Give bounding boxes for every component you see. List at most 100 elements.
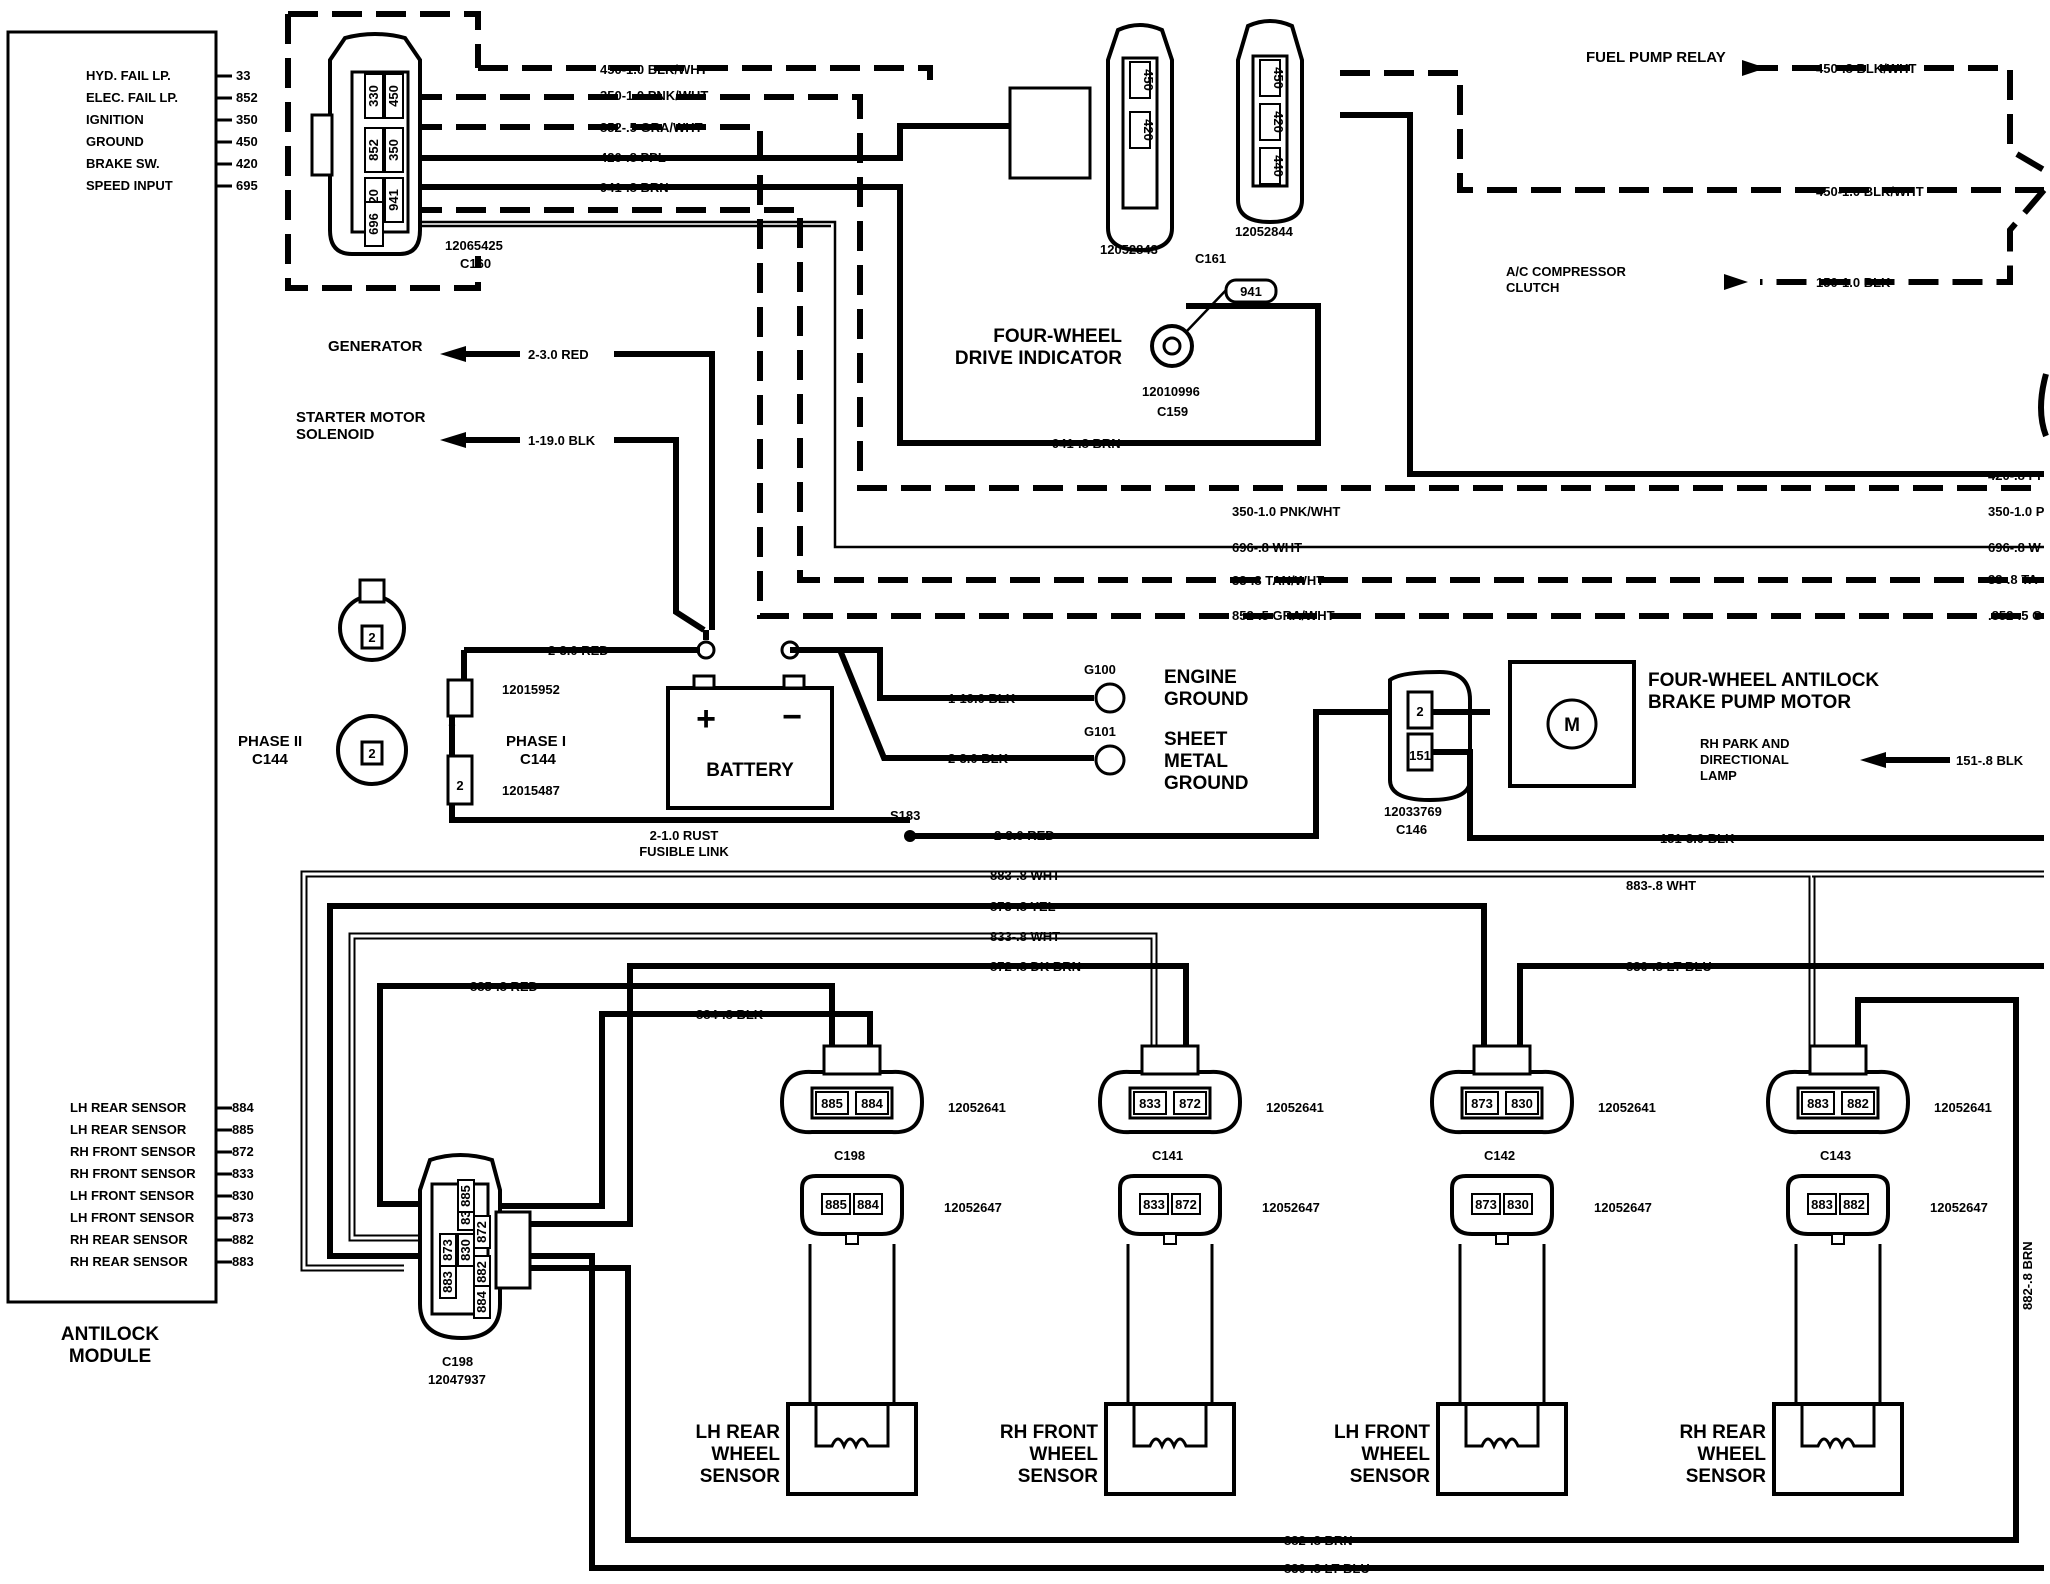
sensor-lower-pin-873 <box>1471 1193 1501 1215</box>
module-pin-33: HYD. FAIL LP. 33 <box>86 68 250 83</box>
red-wires <box>449 647 1390 839</box>
sheet-2: METAL <box>1164 751 1228 772</box>
svg-text:885: 885 <box>458 1185 473 1207</box>
generator-wire: 2-3.0 RED <box>528 347 589 362</box>
sensor-connector-name: C141 <box>1152 1148 1183 1163</box>
svg-text:GROUND: GROUND <box>86 134 144 149</box>
sensor-lower-pin-num: 830 <box>1507 1197 1529 1212</box>
svg-text:873: 873 <box>440 1239 455 1261</box>
svg-text:884: 884 <box>232 1100 254 1115</box>
svg-text:LH REAR SENSOR: LH REAR SENSOR <box>70 1122 187 1137</box>
ac-compressor-1: A/C COMPRESSOR <box>1506 264 1627 279</box>
c198-name: C198 <box>442 1354 473 1369</box>
battery-terminal-neg <box>782 674 806 690</box>
engine-1: ENGINE <box>1164 667 1237 688</box>
sensor-part-top: 12052641 <box>948 1100 1006 1115</box>
sensor-key <box>845 1233 859 1245</box>
wire-883-inner <box>302 872 1814 1270</box>
4wd-wire: 941-.8 BRN <box>1052 436 1121 451</box>
4wd-name: C159 <box>1157 404 1188 419</box>
rh-park-3: LAMP <box>1700 768 1737 783</box>
4wd-label-1: FOUR-WHEEL <box>993 326 1122 347</box>
battery-label: BATTERY <box>706 760 794 781</box>
sensor-body <box>1436 1402 1568 1496</box>
svg-text:ELEC. FAIL LP.: ELEC. FAIL LP. <box>86 90 178 105</box>
fusible-1: 2-1.0 RUST <box>650 828 719 843</box>
c146-pin-151-num: 151 <box>1409 748 1431 763</box>
sensor-pin-num: 884 <box>861 1096 883 1111</box>
svg-text:RH FRONT SENSOR: RH FRONT SENSOR <box>70 1166 196 1181</box>
svg-text:IGNITION: IGNITION <box>86 112 144 127</box>
c198-pin-830: 830 <box>457 1233 475 1267</box>
4wd-pin: 941 <box>1240 284 1262 299</box>
right-top-labels: FUEL PUMP RELAY 450-.8 BLK/WHT 450-1.0 B… <box>1506 49 1924 295</box>
svg-text:883: 883 <box>232 1254 254 1269</box>
sensor-connector-lock <box>1140 1044 1200 1076</box>
g101-label: G101 <box>1084 724 1116 739</box>
svg-text:450: 450 <box>1271 67 1286 89</box>
wire-450-top <box>478 65 933 80</box>
sensor-connector-bottom <box>1786 1174 1890 1236</box>
sensor-body <box>786 1402 918 1496</box>
svg-text:HYD. FAIL LP.: HYD. FAIL LP. <box>86 68 171 83</box>
wire-420-right <box>1340 112 2044 477</box>
sensor-pin-num: 830 <box>1511 1096 1533 1111</box>
svg-text:LH FRONT SENSOR: LH FRONT SENSOR <box>70 1188 195 1203</box>
svg-text:RH FRONT SENSOR: RH FRONT SENSOR <box>70 1144 196 1159</box>
sensor-pin-num: 872 <box>1179 1096 1201 1111</box>
top-wire-labels: 450-1.0 BLK/WHT 350-1.0 PNK/WHT 852-.5 G… <box>600 62 708 195</box>
sensor-lower-pin-num: 885 <box>825 1197 847 1212</box>
c161-bracket <box>1008 86 1092 180</box>
svg-text:882: 882 <box>474 1261 489 1283</box>
sensor-pin-884 <box>855 1091 889 1115</box>
sensor-lead <box>808 1244 896 1406</box>
svg-text:696: 696 <box>366 213 381 235</box>
sensor-connector-name: C143 <box>1820 1148 1851 1163</box>
sensor-connector-bottom <box>800 1174 904 1236</box>
svg-text:450: 450 <box>236 134 258 149</box>
sensor-wire-labels: 883-.8 WHT 883-.8 WHT 873-.8 YEL 833-.8 … <box>470 868 2035 1576</box>
sensor-key <box>1163 1233 1177 1245</box>
sensor-label-2: WHEEL <box>1029 1444 1098 1465</box>
sensor-lower-pin-num: 883 <box>1811 1197 1833 1212</box>
bus-852: 852-.5 GRA/WHT <box>1232 608 1335 623</box>
svg-text:882: 882 <box>232 1232 254 1247</box>
module-box <box>6 30 218 1304</box>
svg-text:852: 852 <box>366 139 381 161</box>
battery-terminal-pos <box>692 674 716 690</box>
sensor-connector-bottom <box>1450 1174 1554 1236</box>
splice-s183 <box>904 830 916 842</box>
c198-pin-872: 872 <box>473 1215 491 1249</box>
label-350: 350-1.0 PNK/WHT <box>600 88 708 103</box>
svg-text:33: 33 <box>236 68 250 83</box>
svg-text:852: 852 <box>236 90 258 105</box>
wire-885 <box>377 983 835 1207</box>
wire-830 <box>500 963 2044 1571</box>
sensor-label-3: SENSOR <box>1018 1466 1099 1487</box>
c146-name: C146 <box>1396 822 1427 837</box>
svg-text:420: 420 <box>1271 111 1286 133</box>
svg-text:350: 350 <box>386 139 401 161</box>
right-edge-0: 420-.8 PI <box>1988 468 2041 483</box>
sensor-label-2: WHEEL <box>1697 1444 1766 1465</box>
svg-text:885: 885 <box>232 1122 254 1137</box>
sensor-connector-lock <box>1808 1044 1868 1076</box>
svg-text:440: 440 <box>1271 155 1286 177</box>
wire-fuel-relay <box>1748 65 2047 285</box>
wire-873 <box>327 903 1487 1259</box>
sensor-lower-pin-num: 873 <box>1475 1197 1497 1212</box>
svg-text:330: 330 <box>366 85 381 107</box>
sensor-lead <box>1126 1244 1214 1406</box>
phase-i-pin-num: 2 <box>448 714 455 729</box>
phase-i-connector <box>446 754 474 806</box>
rh-park-arrow <box>1860 752 1886 768</box>
sensor-pin-833 <box>1133 1091 1167 1115</box>
sensor-lower-pin-833 <box>1139 1193 1169 1215</box>
svg-text:695: 695 <box>236 178 258 193</box>
wire-450-10: 450-1.0 BLK/WHT <box>1816 184 1924 199</box>
power-section: GENERATOR 2-3.0 RED STARTER MOTOR SOLENO… <box>238 338 1390 859</box>
